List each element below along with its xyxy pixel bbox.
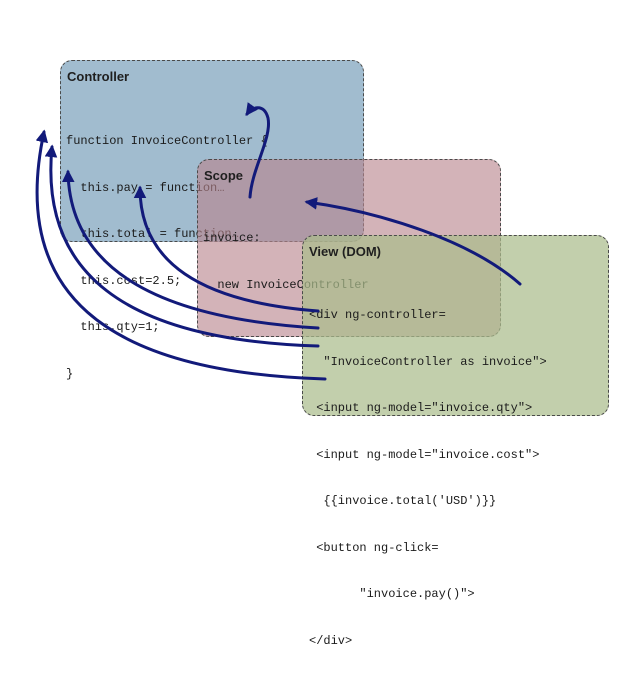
view-line-3: <input ng-model="invoice.qty"> xyxy=(309,401,533,415)
view-line-1: <div ng-controller= xyxy=(309,308,446,322)
view-line-2: "InvoiceController as invoice"> xyxy=(309,354,547,369)
view-title: View (DOM) xyxy=(309,244,381,259)
view-line-4: <input ng-model="invoice.cost"> xyxy=(309,447,540,462)
controller-line-6: } xyxy=(66,366,74,381)
view-line-8: </div> xyxy=(309,633,353,648)
scope-title: Scope xyxy=(204,168,244,183)
view-line-5: {{invoice.total('USD')}} xyxy=(309,494,497,508)
view-line-7: "invoice.pay()"> xyxy=(309,587,475,601)
view-line-6: <button ng-click= xyxy=(309,540,439,555)
controller-line-1: function InvoiceController { xyxy=(66,134,268,148)
view-panel: View (DOM) <div ng-controller= "InvoiceC… xyxy=(302,235,609,648)
controller-title: Controller xyxy=(67,69,130,84)
